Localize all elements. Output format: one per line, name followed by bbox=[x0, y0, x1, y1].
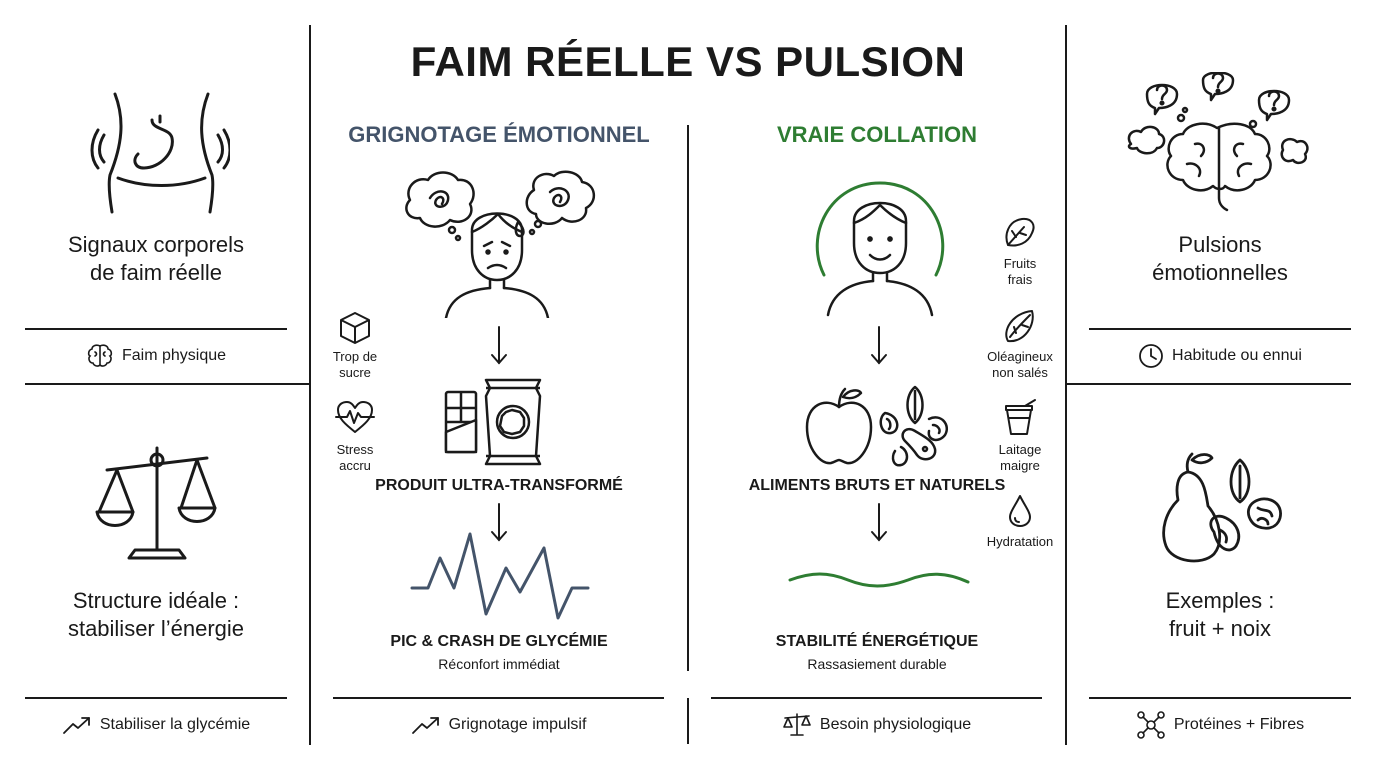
right-top-rule bbox=[1089, 328, 1351, 330]
right-bottom-heading: Exemples : fruit + noix bbox=[1089, 587, 1351, 643]
left-top-heading-line2: de faim réelle bbox=[89, 260, 223, 285]
almond-icon bbox=[1005, 310, 1034, 343]
right-bottom-heading-line2: fruit + noix bbox=[1168, 616, 1272, 641]
stable-wave-icon bbox=[788, 572, 970, 588]
calm-person-icon bbox=[815, 181, 945, 317]
natural-footer-text: Besoin physiologique bbox=[819, 716, 972, 733]
right-bottom-label-text: Protéines + Fibres bbox=[1173, 716, 1305, 733]
left-top-rule bbox=[25, 328, 287, 330]
molecule-icon bbox=[1137, 711, 1165, 739]
apple-and-nuts-icon bbox=[805, 385, 948, 467]
arrow-down-icon bbox=[871, 503, 887, 542]
chocolate-and-chips-icon bbox=[444, 378, 542, 466]
divider-right bbox=[1065, 25, 1067, 745]
fruits-label-line2: frais bbox=[1007, 272, 1033, 287]
left-bottom-heading-line2: stabiliser l’énergie bbox=[67, 616, 245, 641]
balance-scale-icon bbox=[95, 446, 217, 560]
stress-label-line2: accru bbox=[339, 458, 371, 473]
nuts-label-line2: non salés bbox=[992, 365, 1048, 380]
emotional-footer-text: Grignotage impulsif bbox=[448, 716, 587, 733]
natural-panel-title: VRAIE COLLATION bbox=[776, 122, 978, 147]
sugar-label-line2: sucre bbox=[339, 365, 371, 380]
page-title: FAIM RÉELLE VS PULSION bbox=[410, 38, 966, 85]
left-top-heading-line1: Signaux corporels bbox=[67, 232, 245, 257]
natural-result-sub: Rassasiement durable bbox=[807, 656, 947, 672]
sugar-label: Trop de sucre bbox=[320, 349, 390, 381]
divider-center bbox=[687, 125, 689, 671]
left-bottom-label-text: Stabiliser la glycémie bbox=[99, 716, 251, 733]
dairy-label-line2: maigre bbox=[1000, 458, 1040, 473]
divider-left bbox=[309, 25, 311, 745]
right-mid-rule bbox=[1067, 383, 1351, 385]
emotional-result-label: PIC & CRASH DE GLYCÉMIE bbox=[390, 633, 608, 650]
arrow-down-icon bbox=[491, 326, 507, 365]
stress-label: Stress accru bbox=[320, 442, 390, 474]
trend-up-icon bbox=[62, 717, 90, 734]
left-bottom-label: Stabiliser la glycémie bbox=[25, 711, 287, 739]
stress-label-line1: Stress bbox=[336, 442, 374, 457]
right-bottom-heading-line1: Exemples : bbox=[1165, 588, 1275, 613]
heartbeat-icon bbox=[335, 401, 375, 433]
left-top-label: Faim physique bbox=[25, 342, 287, 370]
dairy-label: Laitage maigre bbox=[980, 442, 1060, 474]
balance-scale-small-icon bbox=[783, 713, 811, 736]
nuts-label: Oléagineux non salés bbox=[975, 349, 1065, 381]
sugar-label-line1: Trop de bbox=[332, 349, 378, 364]
natural-footer: Besoin physiologique bbox=[711, 711, 1042, 739]
clock-icon bbox=[1139, 344, 1163, 368]
left-bottom-rule bbox=[25, 697, 287, 699]
hydration-label-line1: Hydratation bbox=[986, 534, 1054, 549]
worried-person-icon bbox=[405, 170, 595, 318]
left-top-heading: Signaux corporels de faim réelle bbox=[25, 231, 287, 287]
dairy-label-line1: Laitage bbox=[998, 442, 1042, 457]
left-top-label-text: Faim physique bbox=[121, 347, 227, 364]
natural-product-label: ALIMENTS BRUTS ET NATURELS bbox=[748, 477, 1006, 494]
right-top-heading-line2: émotionnelles bbox=[1152, 260, 1288, 285]
arrow-down-icon bbox=[871, 326, 887, 365]
emotional-footer: Grignotage impulsif bbox=[333, 711, 664, 739]
natural-footer-rule bbox=[711, 697, 1042, 699]
fruits-label-line1: Fruits bbox=[1003, 256, 1037, 271]
fruits-label: Fruits frais bbox=[980, 256, 1060, 288]
arrow-down-icon bbox=[491, 503, 507, 542]
right-bottom-label: Protéines + Fibres bbox=[1089, 711, 1351, 739]
divider-center-footer bbox=[687, 698, 689, 744]
trend-up-icon bbox=[411, 717, 439, 734]
right-top-heading: Pulsions émotionnelles bbox=[1089, 231, 1351, 287]
pear-and-nuts-icon bbox=[1162, 452, 1282, 563]
right-top-heading-line1: Pulsions bbox=[1178, 232, 1262, 257]
nuts-label-line1: Oléagineux bbox=[987, 349, 1053, 364]
hydration-label: Hydratation bbox=[975, 534, 1065, 550]
right-top-label-text: Habitude ou ennui bbox=[1172, 347, 1302, 364]
brain-with-questions-icon bbox=[1127, 72, 1309, 212]
emotional-panel-title: GRIGNOTAGE ÉMOTIONNEL bbox=[348, 122, 650, 147]
right-top-label: Habitude ou ennui bbox=[1089, 342, 1351, 370]
sugar-cube-icon bbox=[340, 312, 370, 344]
left-bottom-heading-line1: Structure idéale : bbox=[72, 588, 240, 613]
leaf-icon bbox=[1005, 217, 1035, 247]
emotional-footer-rule bbox=[333, 697, 664, 699]
stomach-body-icon bbox=[90, 92, 230, 214]
emotional-product-label: PRODUIT ULTRA-TRANSFORMÉ bbox=[375, 477, 623, 494]
brain-icon bbox=[87, 344, 113, 367]
left-bottom-heading: Structure idéale : stabiliser l’énergie bbox=[25, 587, 287, 643]
emotional-result-sub: Réconfort immédiat bbox=[438, 656, 560, 672]
natural-result-label: STABILITÉ ÉNERGÉTIQUE bbox=[775, 633, 979, 650]
glycemic-spike-icon bbox=[410, 532, 590, 620]
water-drop-icon bbox=[1009, 495, 1031, 527]
left-mid-rule bbox=[25, 383, 309, 385]
yogurt-icon bbox=[1005, 399, 1036, 435]
right-bottom-rule bbox=[1089, 697, 1351, 699]
